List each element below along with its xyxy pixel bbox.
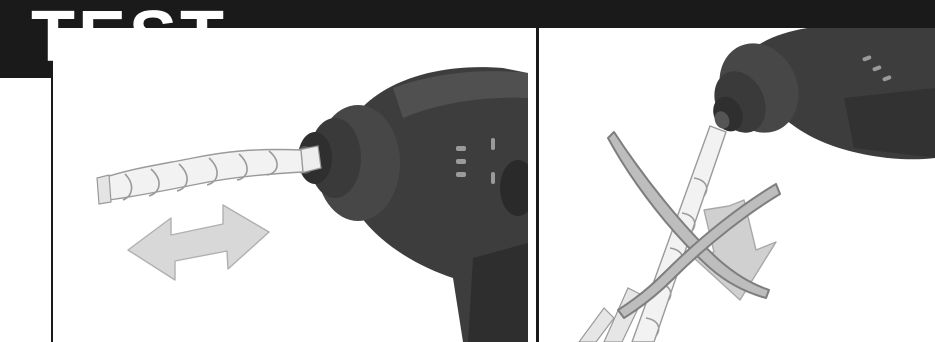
panel-divider xyxy=(536,28,539,342)
drill-bit-icon xyxy=(579,126,726,342)
illustration-right-svg xyxy=(544,28,935,342)
drill-body-icon xyxy=(705,28,935,159)
drill-bit-icon xyxy=(97,146,321,204)
double-arrow-icon xyxy=(128,205,269,280)
illustration-left-svg xyxy=(53,28,528,342)
illustration-left xyxy=(53,28,528,342)
drill-body-icon xyxy=(295,67,528,342)
illustration-right xyxy=(544,28,935,342)
